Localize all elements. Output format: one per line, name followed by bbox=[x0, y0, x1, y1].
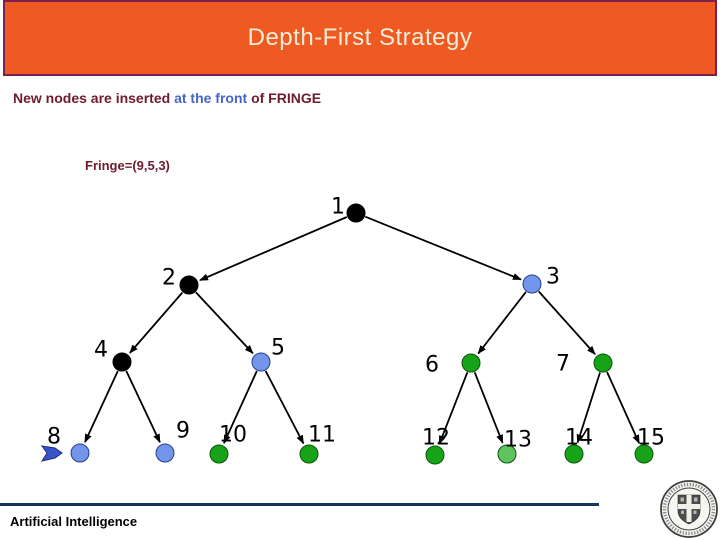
subtitle-part-maroon-2: of FRINGE bbox=[251, 90, 322, 106]
slide-title: Depth-First Strategy bbox=[247, 24, 473, 51]
tree-node-label-9: 9 bbox=[176, 419, 190, 444]
tree-node-label-3: 3 bbox=[546, 265, 560, 290]
seal-rim-text-band bbox=[662, 482, 716, 536]
tree-node-11 bbox=[299, 444, 319, 464]
seal-quarter-mark bbox=[681, 510, 684, 514]
seal-quarter-mark bbox=[693, 510, 697, 514]
tree-edge-1-3 bbox=[364, 215, 522, 281]
tree-node-4 bbox=[112, 352, 132, 372]
tree-node-12 bbox=[425, 445, 445, 465]
tree-edge-7-14 bbox=[576, 372, 601, 444]
tree-edge-7-15 bbox=[606, 371, 640, 445]
tree-node-15 bbox=[634, 444, 654, 464]
tree-node-label-6: 6 bbox=[425, 353, 439, 378]
tree-edge-2-5 bbox=[195, 291, 254, 354]
tree-node-5 bbox=[251, 352, 271, 372]
tree-node-label-7: 7 bbox=[556, 352, 570, 377]
tree-node-14 bbox=[564, 444, 584, 464]
tree-node-label-4: 4 bbox=[94, 338, 108, 363]
tree-edge-6-13 bbox=[473, 371, 504, 444]
subtitle-part-maroon-1: New nodes are inserted bbox=[13, 90, 175, 106]
tree-edge-4-9 bbox=[125, 370, 161, 444]
seal-inner-ring bbox=[667, 487, 711, 531]
tree-node-label-2: 2 bbox=[162, 266, 176, 291]
tree-edge-3-7 bbox=[538, 290, 596, 355]
tree-edge-3-6 bbox=[477, 291, 527, 355]
tree-node-label-13: 13 bbox=[504, 428, 532, 453]
footer-text: Artificial Intelligence bbox=[10, 514, 138, 529]
tree-node-label-12: 12 bbox=[422, 426, 450, 451]
footer-divider bbox=[0, 503, 599, 506]
tree-node-3 bbox=[522, 274, 542, 294]
fringe-label: Fringe=(9,5,3) bbox=[85, 158, 170, 173]
tree-edge-6-12 bbox=[438, 371, 469, 445]
tree-node-label-10: 10 bbox=[219, 423, 247, 448]
seal-quarter-mark bbox=[680, 497, 684, 502]
tree-node-10 bbox=[209, 444, 229, 464]
tree-node-1 bbox=[346, 203, 366, 223]
tree-node-2 bbox=[179, 275, 199, 295]
tree-edge-5-10 bbox=[223, 370, 258, 445]
tree-edge-2-4 bbox=[129, 291, 184, 354]
tree-node-label-14: 14 bbox=[565, 426, 593, 451]
tree-edge-1-2 bbox=[199, 216, 348, 282]
subtitle-text: New nodes are inserted at the front of F… bbox=[13, 90, 321, 106]
seal-quarter-mark bbox=[694, 497, 698, 502]
tree-node-label-15: 15 bbox=[637, 426, 665, 451]
tree-node-label-11: 11 bbox=[308, 423, 336, 448]
university-seal-logo bbox=[660, 480, 718, 538]
subtitle-part-blue: at the front bbox=[174, 90, 252, 106]
seal-cross-horizontal bbox=[678, 504, 700, 509]
tree-node-13 bbox=[497, 444, 517, 464]
tree-edge-4-8 bbox=[84, 370, 119, 444]
tree-node-9 bbox=[155, 443, 175, 463]
tree-node-7 bbox=[593, 353, 613, 373]
tree-node-label-8: 8 bbox=[47, 425, 61, 450]
tree-node-label-1: 1 bbox=[331, 195, 345, 220]
current-node-pointer bbox=[40, 445, 63, 462]
slide-header-bar: Depth-First Strategy bbox=[3, 0, 717, 76]
tree-node-6 bbox=[461, 353, 481, 373]
tree-edge-5-11 bbox=[264, 370, 305, 445]
tree-node-8 bbox=[70, 443, 90, 463]
tree-node-label-5: 5 bbox=[271, 336, 285, 361]
